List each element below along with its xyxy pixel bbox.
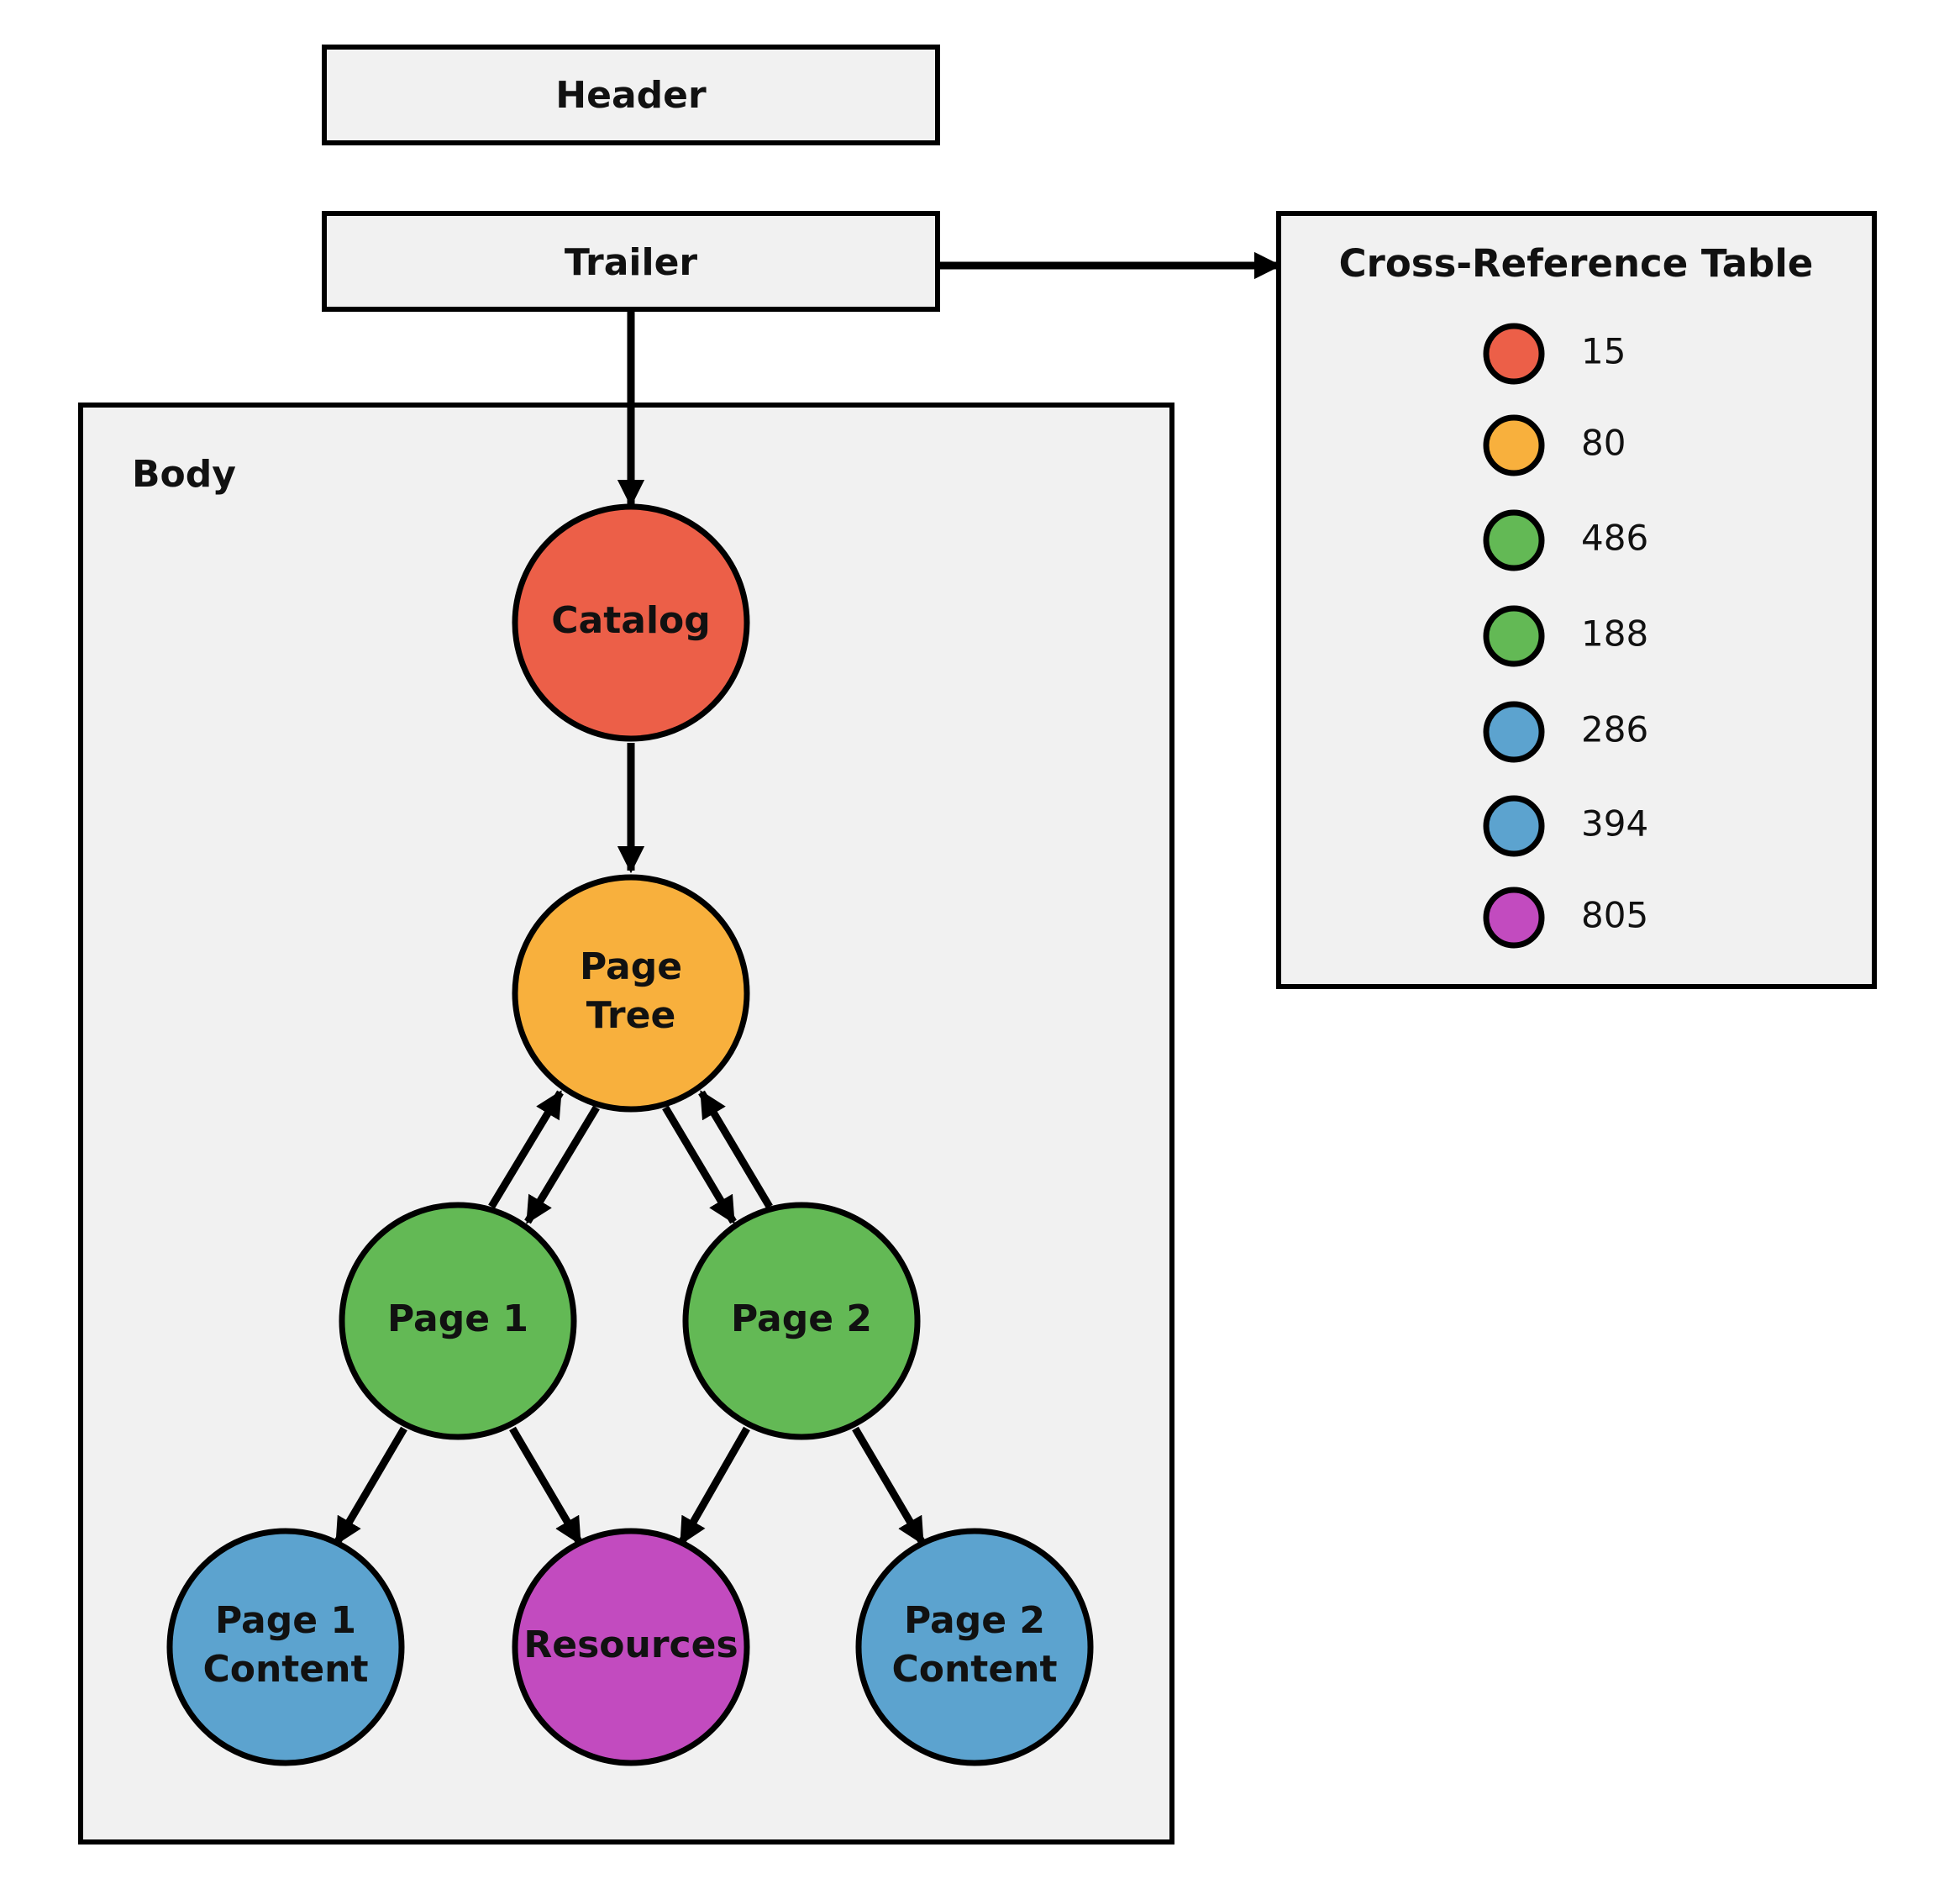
page1-to-resources-arrow	[509, 1426, 583, 1545]
pagetree-to-page2-arrow	[662, 1105, 737, 1224]
page2-node: Page 2	[682, 1202, 921, 1440]
xref-box	[1276, 211, 1877, 989]
page1-circle	[339, 1202, 577, 1440]
trailer-section: Trailer	[322, 211, 940, 312]
page2-content-node: Page 2 Content	[855, 1528, 1094, 1766]
page2-content-circle	[855, 1528, 1094, 1766]
page-tree-label: Tree	[586, 994, 676, 1037]
page-tree-label: Page	[580, 945, 682, 988]
resources-label: Resources	[523, 1624, 738, 1666]
xref-entry-value: 394	[1581, 803, 1648, 845]
xref-entry-dot	[1483, 605, 1545, 667]
page2-label: Page 2	[731, 1297, 872, 1340]
header-box	[322, 45, 940, 145]
resources-circle	[512, 1528, 750, 1766]
page2-to-resources-arrow	[678, 1426, 750, 1545]
edges	[334, 251, 1282, 1545]
xref-entry-dot	[1483, 323, 1545, 385]
trailer-label: Trailer	[565, 241, 698, 284]
page2-to-pagetree-arrow	[698, 1090, 773, 1209]
xref-entry-value: 80	[1581, 423, 1626, 464]
header-section: Header	[322, 45, 940, 145]
page2-to-page2content-arrow	[852, 1426, 926, 1545]
xref-entry-dot	[1483, 701, 1545, 763]
page2-circle	[682, 1202, 921, 1440]
xref-entry-value: 486	[1581, 518, 1648, 559]
xref-entries: 15 80 486 188 286 394 805	[1483, 323, 1648, 949]
xref-entry-value: 286	[1581, 709, 1648, 750]
page-tree-circle	[512, 874, 750, 1113]
xref-entry-value: 15	[1581, 331, 1626, 372]
page1-content-label: Content	[202, 1648, 368, 1691]
page1-content-circle	[166, 1528, 405, 1766]
trailer-box	[322, 211, 940, 312]
page1-content-label: Page 1	[215, 1599, 356, 1642]
xref-entry-dot	[1483, 887, 1545, 949]
body-label: Body	[132, 453, 236, 496]
page2-content-label: Page 2	[904, 1599, 1045, 1642]
catalog-node: Catalog	[512, 503, 750, 742]
xref-entry-value: 188	[1581, 613, 1648, 655]
pagetree-to-page1-arrow	[524, 1105, 600, 1224]
catalog-label: Catalog	[551, 599, 711, 642]
xref-entry-dot	[1483, 795, 1545, 857]
xref-entry-value: 805	[1581, 895, 1648, 936]
page1-content-node: Page 1 Content	[166, 1528, 405, 1766]
xref-entry-dot	[1483, 414, 1545, 476]
page1-node: Page 1	[339, 1202, 577, 1440]
resources-node: Resources	[512, 1528, 750, 1766]
header-label: Header	[555, 74, 707, 117]
page1-to-page1content-arrow	[334, 1426, 407, 1545]
xref-entry-dot	[1483, 509, 1545, 571]
xref-section: Cross-Reference Table 15 80 486 188 286 394 80…	[1276, 211, 1877, 989]
xref-title: Cross-Reference Table	[1339, 241, 1814, 286]
catalog-circle	[512, 503, 750, 742]
page1-to-pagetree-arrow	[488, 1090, 564, 1209]
page1-label: Page 1	[387, 1297, 528, 1340]
page2-content-label: Content	[891, 1648, 1057, 1691]
